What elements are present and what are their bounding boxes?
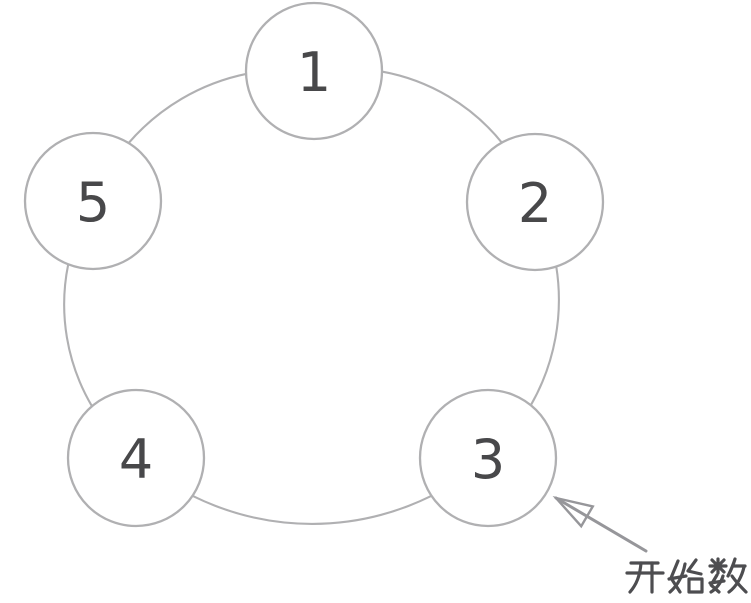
nodes: 1 2 3 4 5 bbox=[23, 1, 605, 528]
node-3: 3 bbox=[418, 388, 558, 528]
node-1: 1 bbox=[244, 1, 384, 141]
node-circle-1 bbox=[244, 1, 384, 141]
node-circle-4 bbox=[66, 388, 206, 528]
node-4: 4 bbox=[66, 388, 206, 528]
annotation-char-1 bbox=[625, 561, 665, 594]
node-circle-2 bbox=[465, 132, 605, 272]
node-number-4: 4 bbox=[119, 428, 153, 491]
annotation-char-2 bbox=[667, 558, 704, 594]
node-circle-5 bbox=[23, 131, 163, 271]
node-circle-3 bbox=[418, 388, 558, 528]
node-number-3: 3 bbox=[471, 428, 505, 491]
arrow-head-icon bbox=[552, 495, 595, 529]
annotation-char-3 bbox=[708, 557, 748, 594]
arrow-shaft bbox=[554, 496, 648, 553]
node-number-2: 2 bbox=[518, 172, 552, 235]
annotation-label-drawing bbox=[625, 557, 748, 594]
node-number-5: 5 bbox=[76, 171, 110, 234]
node-5: 5 bbox=[23, 131, 163, 271]
start-arrow bbox=[552, 495, 648, 553]
node-number-1: 1 bbox=[297, 41, 331, 104]
node-2: 2 bbox=[465, 132, 605, 272]
